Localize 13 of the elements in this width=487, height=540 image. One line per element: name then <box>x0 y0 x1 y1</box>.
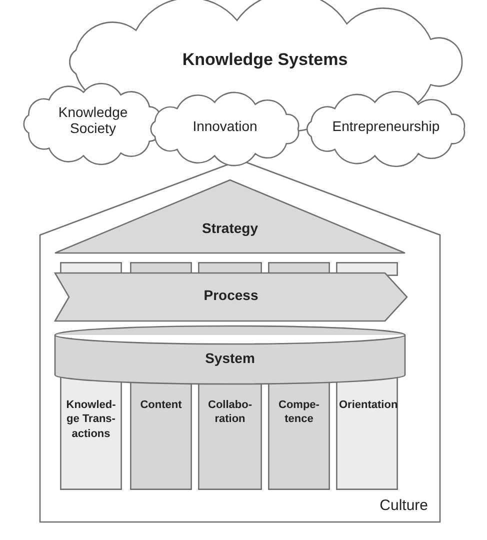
pillar-label: Knowled- ge Trans- actions <box>65 398 117 441</box>
pillar-label: Orientation <box>339 398 395 412</box>
house-label: Culture <box>380 497 428 514</box>
cloud-label: Innovation <box>192 118 258 134</box>
section-label: Strategy <box>200 220 260 236</box>
cloud-label: Knowledge Systems <box>181 50 349 70</box>
pillar-label: Collabo- ration <box>207 398 253 427</box>
cloud-label: Knowledge Society <box>57 104 129 136</box>
section-label: System <box>204 350 256 366</box>
pillar-label: Compe- tence <box>278 398 320 427</box>
pillar-label: Content <box>139 398 183 412</box>
cloud-label: Entrepreneurship <box>331 118 441 134</box>
section-label: Process <box>202 287 260 303</box>
